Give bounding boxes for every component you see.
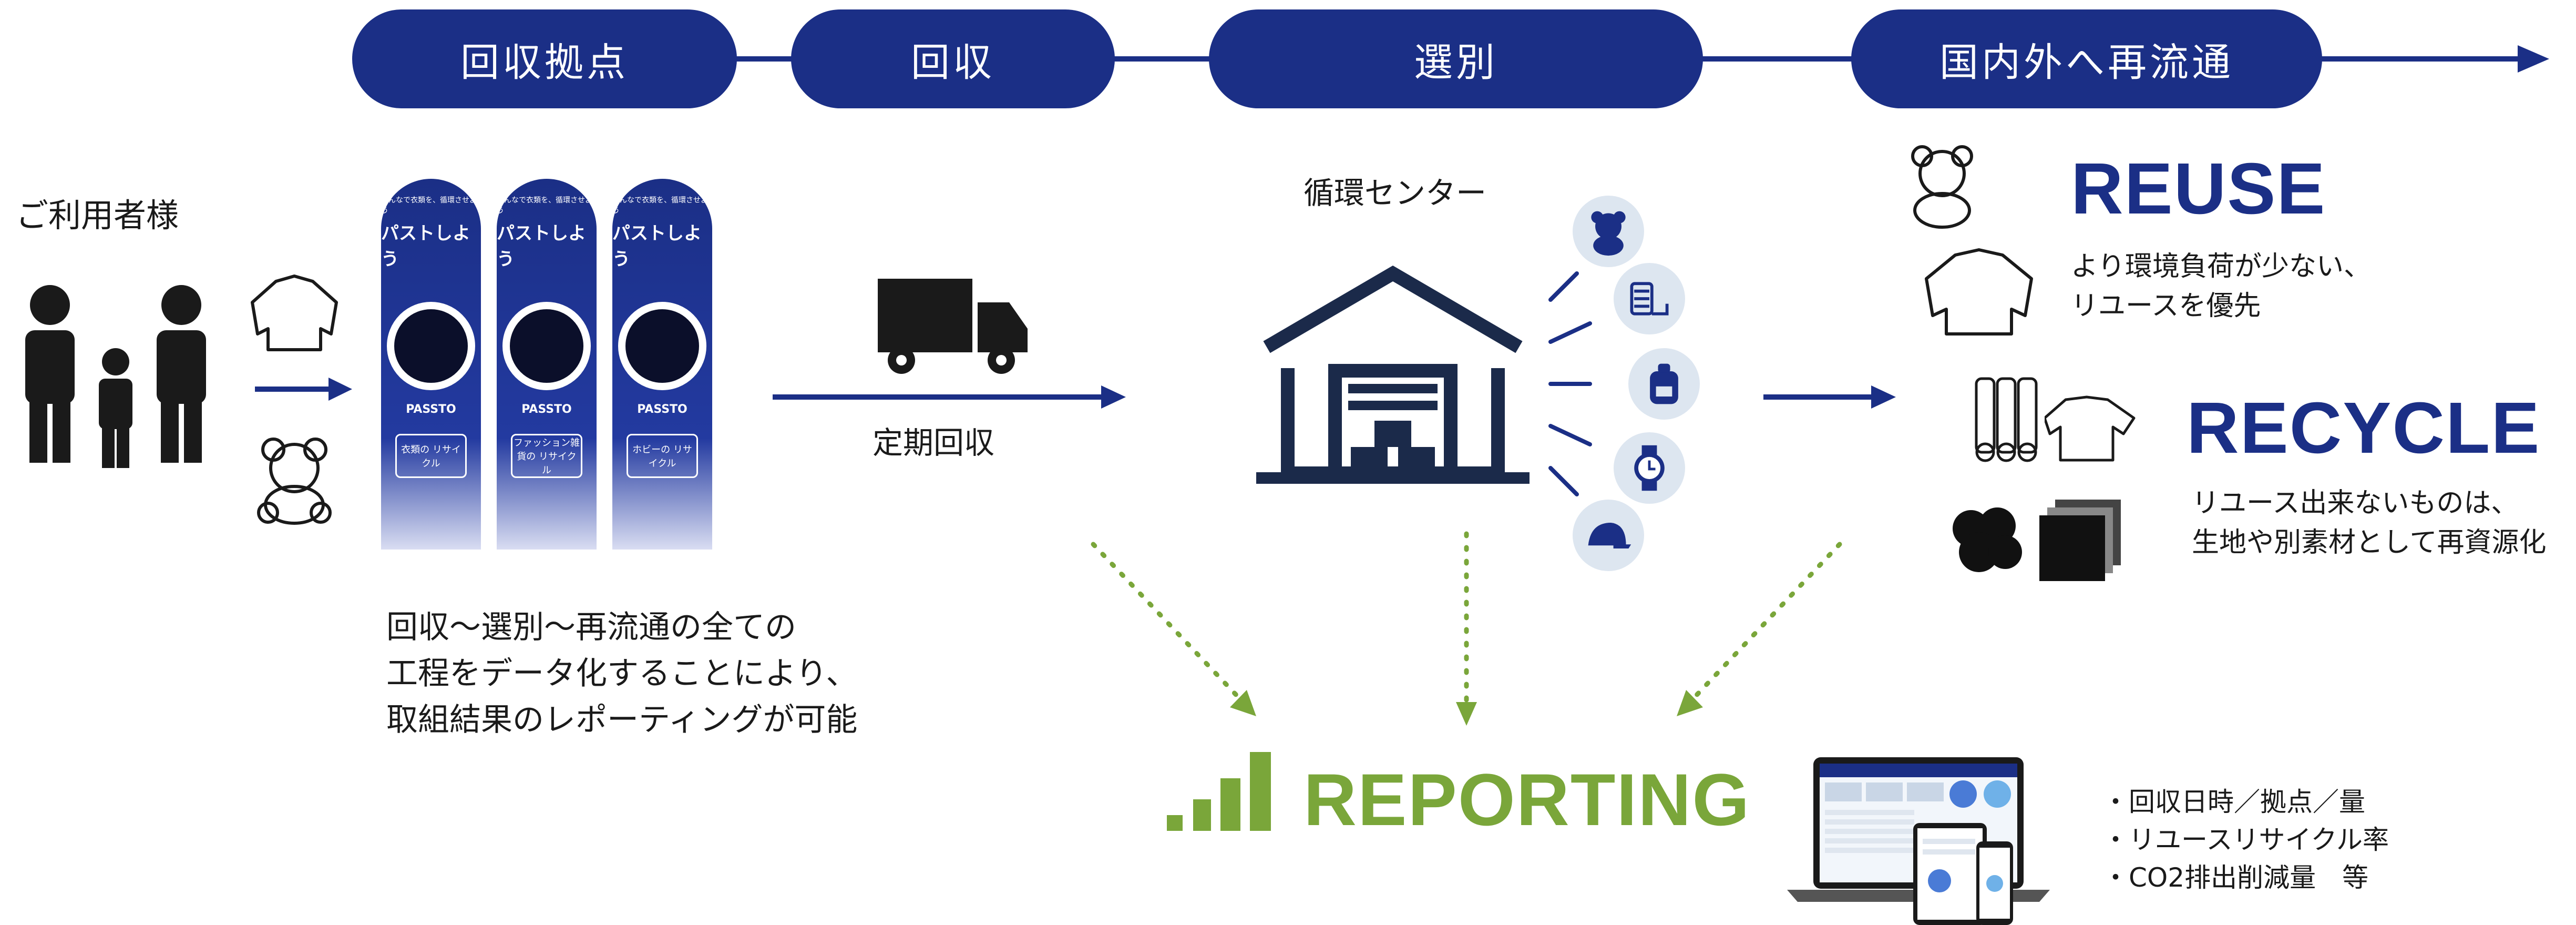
reuse-title: REUSE	[2071, 148, 2326, 229]
report-item: ・回収日時／拠点／量	[2102, 787, 2365, 817]
step-label: 回収	[911, 39, 995, 85]
box-label: ファッション雑貨の リサイクル	[511, 434, 582, 478]
box-top-text: みんなで衣類を、循環させよう	[381, 196, 477, 215]
recycling-center-label: 循環センター	[1304, 175, 1487, 211]
step-collection: 回収	[791, 9, 1115, 108]
step-redistribution: 国内外へ再流通	[1851, 9, 2322, 108]
teddy-bear-icon	[1911, 145, 1973, 229]
description-line: 回収〜選別〜再流通の全ての	[386, 609, 796, 646]
step-label: 選別	[1414, 39, 1498, 85]
user-label: ご利用者様	[16, 196, 179, 235]
backpack-icon	[1628, 348, 1700, 420]
recycle-line: リユース出来ないものは、	[2192, 487, 2519, 519]
reporting-title: REPORTING	[1304, 758, 1751, 841]
box-brand: PASSTO	[521, 403, 572, 416]
person-icon	[25, 285, 206, 468]
fiber-icon	[1953, 507, 2022, 572]
collection-box: みんなで衣類を、循環させよう パストしよう PASSTO ホビーの リサイクル	[612, 179, 712, 550]
teddy-bear-icon	[257, 438, 332, 525]
thread-icon	[1614, 263, 1685, 334]
teddy-bear-icon	[1573, 196, 1644, 267]
tablet-icon	[1913, 823, 1987, 925]
box-label: 衣類の リサイクル	[395, 434, 467, 478]
collection-box: みんなで衣類を、循環させよう パストしよう PASSTO ファッション雑貨の リ…	[497, 179, 597, 550]
step-label: 国内外へ再流通	[1939, 39, 2234, 85]
collection-box: みんなで衣類を、循環させよう パストしよう PASSTO 衣類の リサイクル	[381, 179, 481, 550]
reuse-line: リユースを優先	[2071, 290, 2261, 322]
description-line: 工程をデータ化することにより、	[386, 655, 858, 692]
box-brand: PASSTO	[637, 403, 687, 416]
arrow-right-icon	[773, 385, 1126, 409]
warehouse-icon	[1256, 265, 1530, 484]
step-collection-point: 回収拠点	[352, 9, 737, 108]
description-line: 取組結果のレポーティングが可能	[386, 702, 858, 738]
report-item: ・リユースリサイクル率	[2102, 825, 2389, 855]
arrow-right-icon	[1763, 385, 1896, 409]
box-headline: パストしよう	[612, 223, 702, 270]
sweater-icon	[251, 275, 338, 351]
reuse-line: より環境負荷が少ない、	[2071, 251, 2371, 282]
report-item: ・CO2排出削減量 等	[2102, 862, 2369, 893]
sheet-icon	[2039, 500, 2121, 581]
phone-icon	[1976, 841, 2013, 925]
periodic-collection-label: 定期回収	[873, 425, 995, 461]
step-label: 回収拠点	[460, 39, 629, 85]
box-headline: パストしよう	[497, 223, 586, 270]
radiating-lines	[1548, 271, 1592, 496]
watch-icon	[1614, 432, 1685, 504]
truck-icon	[878, 279, 1028, 374]
step-sorting: 選別	[1209, 9, 1703, 108]
t-shirt-icon	[2045, 395, 2136, 462]
recycle-line: 生地や別素材として再資源化	[2192, 527, 2547, 558]
box-top-text: みんなで衣類を、循環させよう	[497, 196, 592, 215]
box-brand: PASSTO	[406, 403, 456, 416]
fabric-roll-icon	[1975, 377, 2038, 462]
box-top-text: みんなで衣類を、循環させよう	[612, 196, 708, 215]
arrow-right-icon	[255, 378, 352, 401]
sweater-icon	[1925, 248, 2033, 336]
box-label: ホビーの リサイクル	[627, 434, 698, 478]
cap-icon	[1573, 500, 1644, 571]
box-headline: パストしよう	[381, 223, 470, 270]
recycle-title: RECYCLE	[2187, 388, 2541, 469]
bar-chart-icon	[1167, 752, 1271, 831]
